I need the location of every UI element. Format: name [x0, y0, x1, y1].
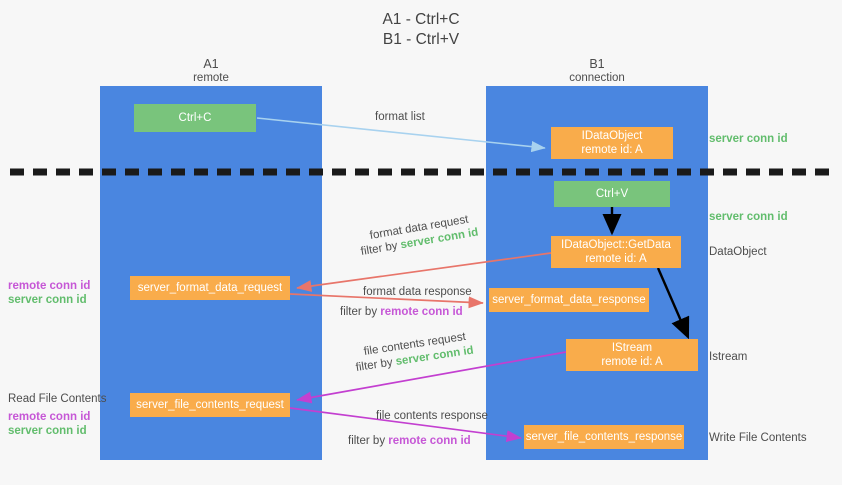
- box-idataobject-line2: remote id: A: [581, 144, 643, 156]
- box-ctrl-v-label: Ctrl+V: [595, 188, 629, 200]
- box-istream[interactable]: IStream remote id: A: [566, 339, 698, 371]
- title-line-2: B1 - Ctrl+V: [382, 31, 460, 48]
- box-server-format-data-request[interactable]: server_format_data_request: [130, 276, 290, 300]
- swimlane-b1-name: B1: [589, 57, 605, 71]
- box-ctrl-v[interactable]: Ctrl+V: [554, 181, 670, 207]
- box-server-file-contents-request[interactable]: server_file_contents_request: [130, 393, 290, 417]
- label-conn-ids-top: remote conn id server conn id: [8, 279, 90, 307]
- label-istream: Istream: [709, 351, 748, 363]
- label-write-file-contents: Write File Contents: [709, 432, 807, 444]
- box-server-file-contents-request-label: server_file_contents_request: [136, 399, 284, 411]
- edge-filter-tag-2: remote conn id: [380, 306, 463, 318]
- box-idataobject-getdata[interactable]: IDataObject::GetData remote id: A: [551, 236, 681, 268]
- box-ctrl-c[interactable]: Ctrl+C: [134, 104, 256, 132]
- label-remote-conn-id-bottom: remote conn id: [8, 411, 91, 423]
- box-getdata-line2: remote id: A: [585, 253, 647, 265]
- edge-filter-prefix-1: filter by: [359, 239, 402, 258]
- swimlane-a1-sub: remote: [193, 72, 229, 84]
- box-getdata-line1: IDataObject::GetData: [561, 239, 671, 251]
- box-idataobject-line1: IDataObject: [581, 130, 643, 142]
- swimlane-b1-sub: connection: [569, 72, 625, 84]
- label-server-conn-id-mid: server conn id: [709, 211, 788, 223]
- diagram-title: A1 - Ctrl+C B1 - Ctrl+V: [0, 10, 842, 50]
- swimlane-b1-header: B1 connection: [516, 57, 678, 85]
- label-conn-ids-bottom: remote conn id server conn id: [8, 410, 90, 438]
- edge-label-format-data-response: format data response: [363, 286, 472, 298]
- box-istream-line2: remote id: A: [601, 356, 663, 368]
- label-dataobject: DataObject: [709, 246, 767, 258]
- edge-filter-tag-4: remote conn id: [388, 435, 471, 447]
- label-remote-conn-id-top: remote conn id: [8, 280, 91, 292]
- box-idataobject[interactable]: IDataObject remote id: A: [551, 127, 673, 159]
- box-server-format-data-response[interactable]: server_format_data_response: [489, 288, 649, 312]
- edge-filter-file-contents-response: filter by remote conn id: [348, 434, 471, 449]
- edge-filter-prefix-2: filter by: [340, 306, 381, 318]
- box-server-file-contents-response-label: server_file_contents_response: [525, 431, 683, 443]
- box-ctrl-c-label: Ctrl+C: [178, 112, 212, 124]
- edge-label-file-contents-response: file contents response: [376, 410, 488, 422]
- edge-filter-format-data-response: filter by remote conn id: [340, 305, 463, 320]
- label-server-conn-id-top: server conn id: [709, 133, 788, 145]
- box-server-format-data-request-label: server_format_data_request: [137, 282, 283, 294]
- edge-filter-prefix-4: filter by: [348, 435, 389, 447]
- box-server-file-contents-response[interactable]: server_file_contents_response: [524, 425, 684, 449]
- swimlane-a1-name: A1: [203, 57, 219, 71]
- edge-filter-prefix-3: filter by: [355, 356, 397, 374]
- label-server-conn-id-left-bottom: server conn id: [8, 425, 87, 437]
- label-server-conn-id-left-top: server conn id: [8, 294, 87, 306]
- box-istream-line1: IStream: [611, 342, 653, 354]
- box-server-format-data-response-label: server_format_data_response: [492, 294, 646, 306]
- swimlane-a1-header: A1 remote: [130, 57, 292, 85]
- label-read-file-contents: Read File Contents: [8, 393, 107, 405]
- edge-label-format-list: format list: [375, 111, 425, 123]
- title-line-1: A1 - Ctrl+C: [382, 11, 460, 28]
